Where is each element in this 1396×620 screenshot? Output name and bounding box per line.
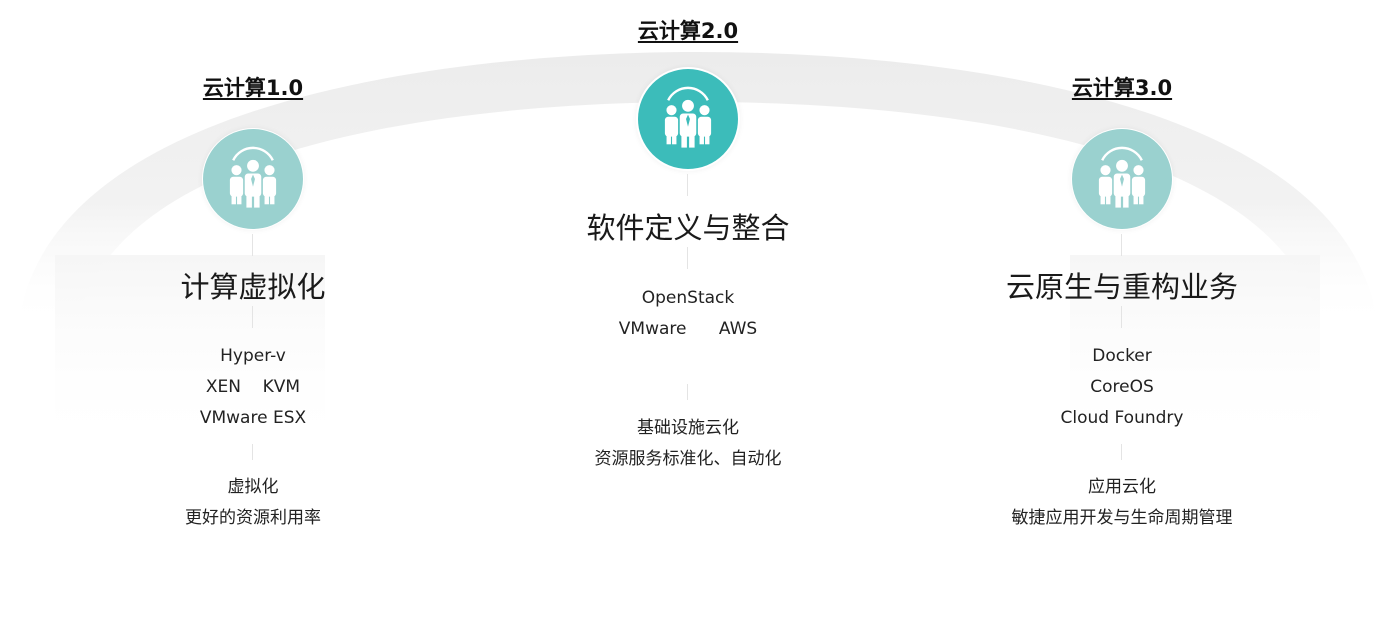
technology-item: Hyper-v	[220, 346, 286, 366]
stage-title: 云原生与重构业务	[1005, 270, 1238, 304]
technology-item: Cloud Foundry	[1060, 408, 1184, 428]
arc-band	[18, 52, 1378, 330]
description-line: 敏捷应用开发与生命周期管理	[1011, 508, 1233, 528]
connector-line	[687, 174, 688, 196]
connector-line	[252, 306, 253, 328]
right-band	[1070, 255, 1320, 455]
technology-list: OpenStack VMware AWS	[498, 283, 878, 345]
connector-line	[1121, 444, 1122, 460]
technology-list: Hyper-v XEN KVM VMware ESX	[63, 341, 443, 434]
description-line: 基础设施云化	[637, 418, 739, 438]
people-svg	[1098, 146, 1146, 208]
technology-list: Docker CoreOS Cloud Foundry	[932, 341, 1312, 434]
technology-item: CoreOS	[1090, 377, 1154, 397]
technology-item: VMware AWS	[618, 319, 758, 339]
stage-description: 应用云化 敏捷应用开发与生命周期管理	[932, 472, 1312, 534]
connector-line	[252, 234, 253, 256]
description-line: 虚拟化	[227, 477, 279, 497]
description-line: 应用云化	[1088, 477, 1156, 497]
people-svg	[229, 146, 277, 208]
stage-description: 虚拟化 更好的资源利用率	[63, 472, 443, 534]
technology-item: VMware ESX	[199, 408, 307, 428]
people-svg	[664, 86, 712, 148]
stage-title: 计算虚拟化	[180, 270, 326, 304]
connector-line	[687, 384, 688, 400]
technology-item: XEN KVM	[205, 377, 301, 397]
stage-title: 软件定义与整合	[586, 211, 790, 245]
people-group-icon	[638, 69, 738, 169]
stage-description: 基础设施云化 资源服务标准化、自动化	[498, 413, 878, 475]
description-line: 更好的资源利用率	[185, 508, 321, 528]
stage-version: 云计算1.0	[202, 76, 304, 100]
stage-version: 云计算2.0	[637, 19, 739, 43]
connector-line	[1121, 306, 1122, 328]
connector-line	[687, 247, 688, 269]
description-line: 资源服务标准化、自动化	[594, 449, 782, 469]
connector-line	[1121, 234, 1122, 256]
people-group-icon	[1072, 129, 1172, 229]
stage-version: 云计算3.0	[1071, 76, 1173, 100]
left-band	[55, 255, 325, 455]
people-group-icon	[203, 129, 303, 229]
technology-item: OpenStack	[641, 288, 735, 308]
connector-line	[252, 444, 253, 460]
technology-item: Docker	[1092, 346, 1152, 366]
